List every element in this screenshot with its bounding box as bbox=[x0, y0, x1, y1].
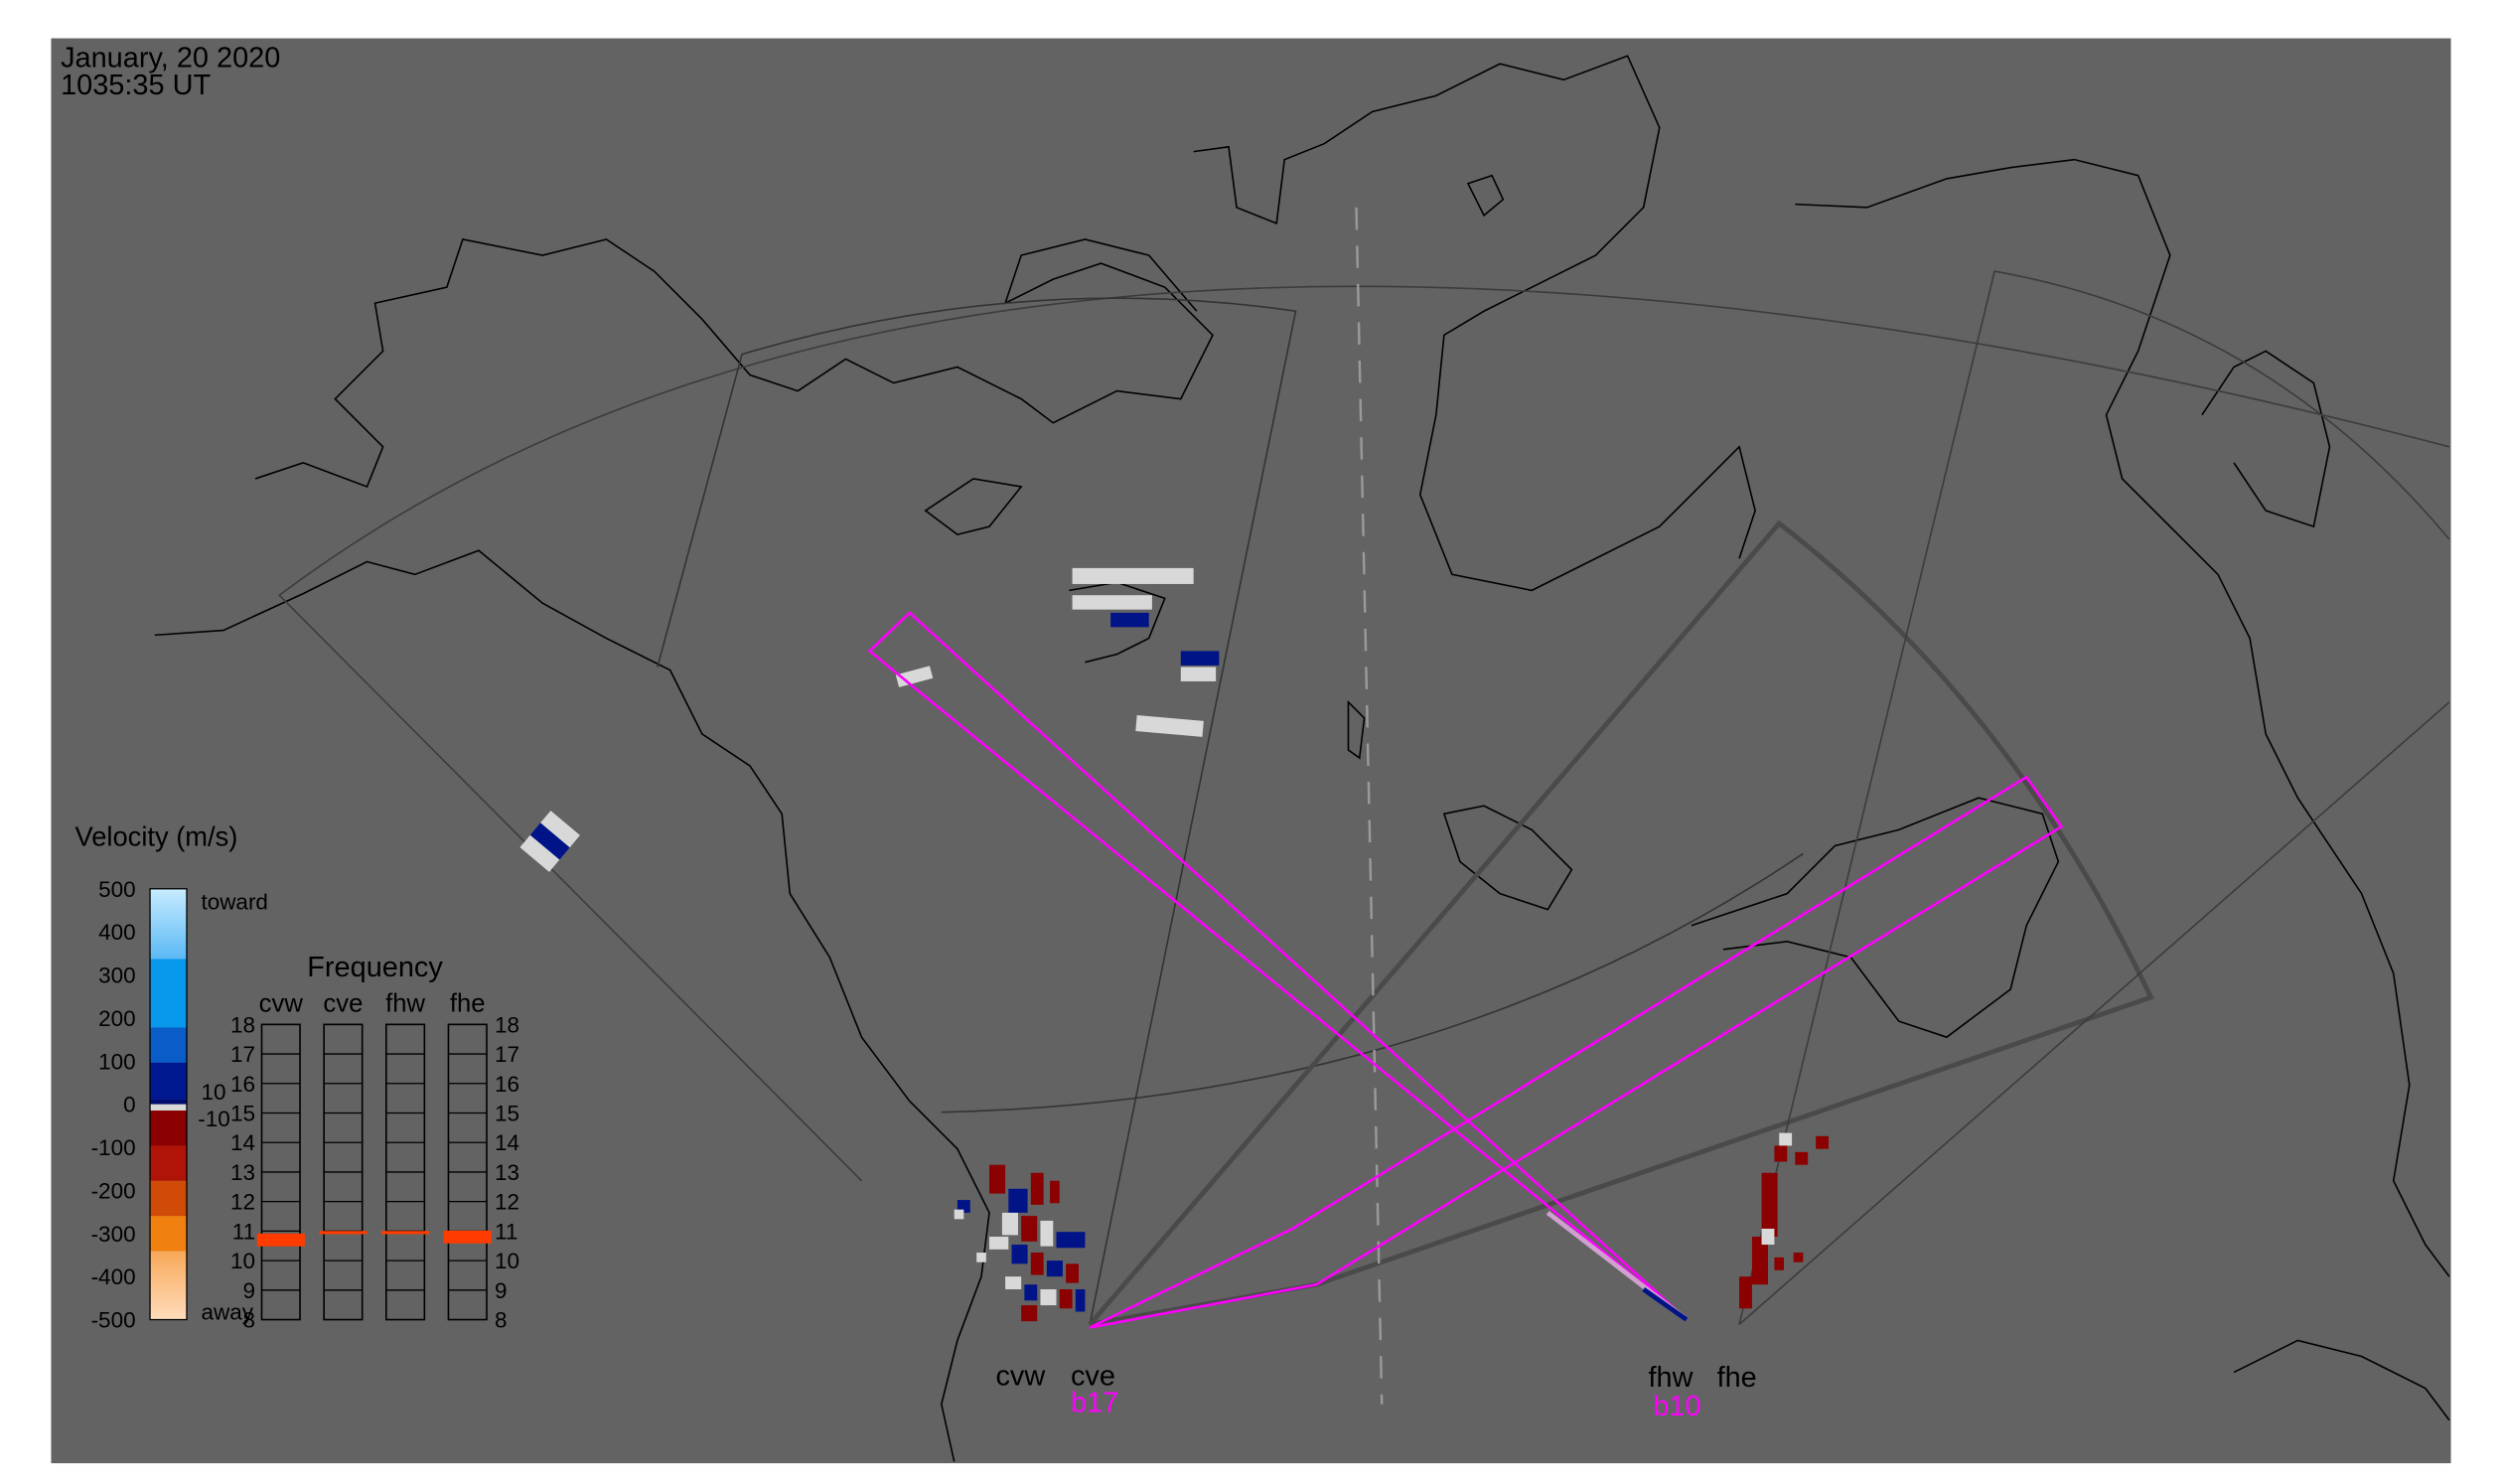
frequency-marker-fhw bbox=[380, 1231, 430, 1235]
frequency-marker-cvw bbox=[256, 1233, 305, 1247]
gs-high-label: 10 bbox=[201, 1080, 225, 1105]
colorbar-tick-label: -100 bbox=[91, 1135, 136, 1160]
toward-label: toward bbox=[201, 890, 268, 915]
frequency-tick-right: 11 bbox=[495, 1219, 517, 1244]
colorbar-tick-label: 0 bbox=[123, 1093, 136, 1117]
velocity-echoes bbox=[519, 567, 1830, 1322]
frequency-tick-right: 8 bbox=[495, 1308, 508, 1333]
frequency-tick-left: 17 bbox=[230, 1042, 255, 1067]
legend-title: Velocity (m/s) bbox=[75, 820, 238, 851]
gs-low-label: -10 bbox=[198, 1107, 229, 1131]
dashed-meridian bbox=[1355, 207, 1384, 1405]
frequency-tick-right: 12 bbox=[495, 1190, 519, 1215]
frequency-tick-right: 13 bbox=[495, 1160, 519, 1185]
frequency-tick-left: 18 bbox=[230, 1012, 255, 1037]
away-label: away bbox=[201, 1300, 253, 1325]
beam-label-cve: b17 bbox=[1071, 1388, 1118, 1419]
frequency-tick-left: 10 bbox=[230, 1249, 255, 1273]
frequency-tick-left: 16 bbox=[230, 1072, 255, 1097]
frequency-tick-right: 10 bbox=[495, 1249, 519, 1273]
frequency-tick-right: 14 bbox=[495, 1130, 519, 1155]
beam-label-fhw: b10 bbox=[1653, 1391, 1700, 1422]
coastlines bbox=[154, 55, 2450, 1462]
beam-echoes bbox=[1545, 1210, 1689, 1322]
colorbar-tick-label: 100 bbox=[98, 1049, 136, 1074]
frequency-title: Frequency bbox=[307, 952, 443, 983]
frequency-column-label: fhw bbox=[385, 989, 425, 1017]
radar-label-cve: cve bbox=[1071, 1360, 1115, 1392]
radar-label-fhe: fhe bbox=[1717, 1362, 1757, 1394]
colorbar-tick-label: 300 bbox=[98, 964, 136, 988]
frequency-column-label: fhe bbox=[450, 989, 486, 1017]
frequency-tick-left: 12 bbox=[230, 1190, 255, 1215]
radar-label-fhw: fhw bbox=[1649, 1362, 1693, 1394]
frequency-tick-left: 11 bbox=[232, 1219, 255, 1244]
frequency-marker-cve bbox=[319, 1231, 368, 1235]
colorbar-tick-label: -200 bbox=[91, 1178, 136, 1203]
colorbar-tick-label: -300 bbox=[91, 1222, 136, 1247]
beam-outlines bbox=[867, 611, 2064, 1329]
fields-of-view bbox=[277, 207, 2450, 1405]
colorbar-ticks: 500 400 300 200 100 0 -100 -200 -300 -400 -500 bbox=[91, 877, 136, 1333]
time-label: 1035:35 UT bbox=[61, 70, 211, 101]
frequency-marker-fhe bbox=[443, 1230, 492, 1244]
colorbar-tick-label: 400 bbox=[98, 920, 136, 945]
colorbar-tick-label: 500 bbox=[98, 877, 136, 902]
frequency-column-label: cve bbox=[323, 989, 363, 1017]
frequency-tick-left: 14 bbox=[230, 1130, 255, 1155]
beam-fhw-b10 bbox=[867, 611, 1688, 1321]
velocity-colorbar: Velocity (m/s) 500 400 300 200 100 0 -100 -200 -… bbox=[75, 820, 268, 1332]
colorbar-tick-label: -500 bbox=[91, 1308, 136, 1333]
frequency-tick-right: 9 bbox=[495, 1278, 508, 1303]
date-label: January, 20 2020 bbox=[61, 42, 280, 74]
colorbar-tick-label: -400 bbox=[91, 1264, 136, 1289]
radar-label-cvw: cvw bbox=[995, 1360, 1045, 1392]
beam-cve-b17 bbox=[1089, 775, 2064, 1329]
frequency-tick-right: 18 bbox=[495, 1012, 519, 1037]
frequency-tick-left: 8 bbox=[243, 1308, 256, 1333]
colorbar-tick-label: 200 bbox=[98, 1006, 136, 1031]
frequency-tick-right: 16 bbox=[495, 1072, 519, 1097]
frequency-column-label: cvw bbox=[259, 989, 304, 1017]
frequency-tick-left: 9 bbox=[243, 1278, 256, 1303]
frequency-tick-left: 13 bbox=[230, 1160, 255, 1185]
frequency-tick-right: 17 bbox=[495, 1042, 519, 1067]
frequency-tick-right: 15 bbox=[495, 1102, 519, 1126]
frequency-tick-left: 15 bbox=[230, 1102, 255, 1126]
